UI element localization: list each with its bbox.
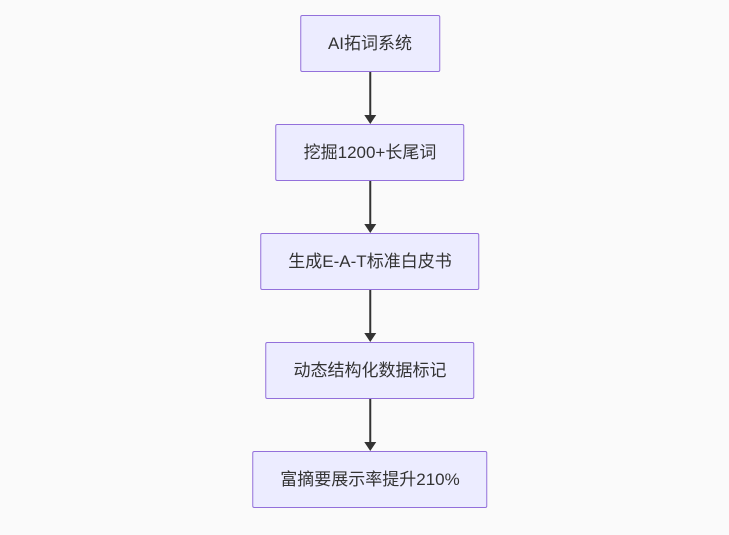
arrow-line: [368, 72, 371, 115]
flow-node-ai-system: AI拓词系统: [299, 15, 441, 72]
arrow-head: [363, 115, 376, 124]
arrow-down-icon: [363, 181, 376, 233]
arrow-line: [368, 290, 371, 333]
flow-node-longtail-words: 挖掘1200+长尾词: [275, 124, 465, 181]
arrow-down-icon: [363, 399, 376, 451]
flow-node-label: 富摘要展示率提升210%: [280, 470, 460, 489]
flow-node-label: 动态结构化数据标记: [293, 361, 447, 380]
flow-node-rich-snippet-result: 富摘要展示率提升210%: [252, 451, 488, 508]
flow-node-label: 生成E-A-T标准白皮书: [288, 252, 452, 271]
arrow-head: [363, 333, 376, 342]
flow-node-eat-whitepaper: 生成E-A-T标准白皮书: [260, 233, 480, 290]
flow-node-label: 挖掘1200+长尾词: [303, 143, 437, 162]
arrow-down-icon: [363, 290, 376, 342]
arrow-head: [363, 224, 376, 233]
arrow-down-icon: [363, 72, 376, 124]
flow-node-structured-data: 动态结构化数据标记: [265, 342, 475, 399]
arrow-line: [368, 399, 371, 442]
arrow-head: [363, 442, 376, 451]
flowchart: AI拓词系统 挖掘1200+长尾词 生成E-A-T标准白皮书 动态结构化数据标记: [252, 15, 488, 508]
flow-node-label: AI拓词系统: [327, 34, 413, 53]
arrow-line: [368, 181, 371, 224]
